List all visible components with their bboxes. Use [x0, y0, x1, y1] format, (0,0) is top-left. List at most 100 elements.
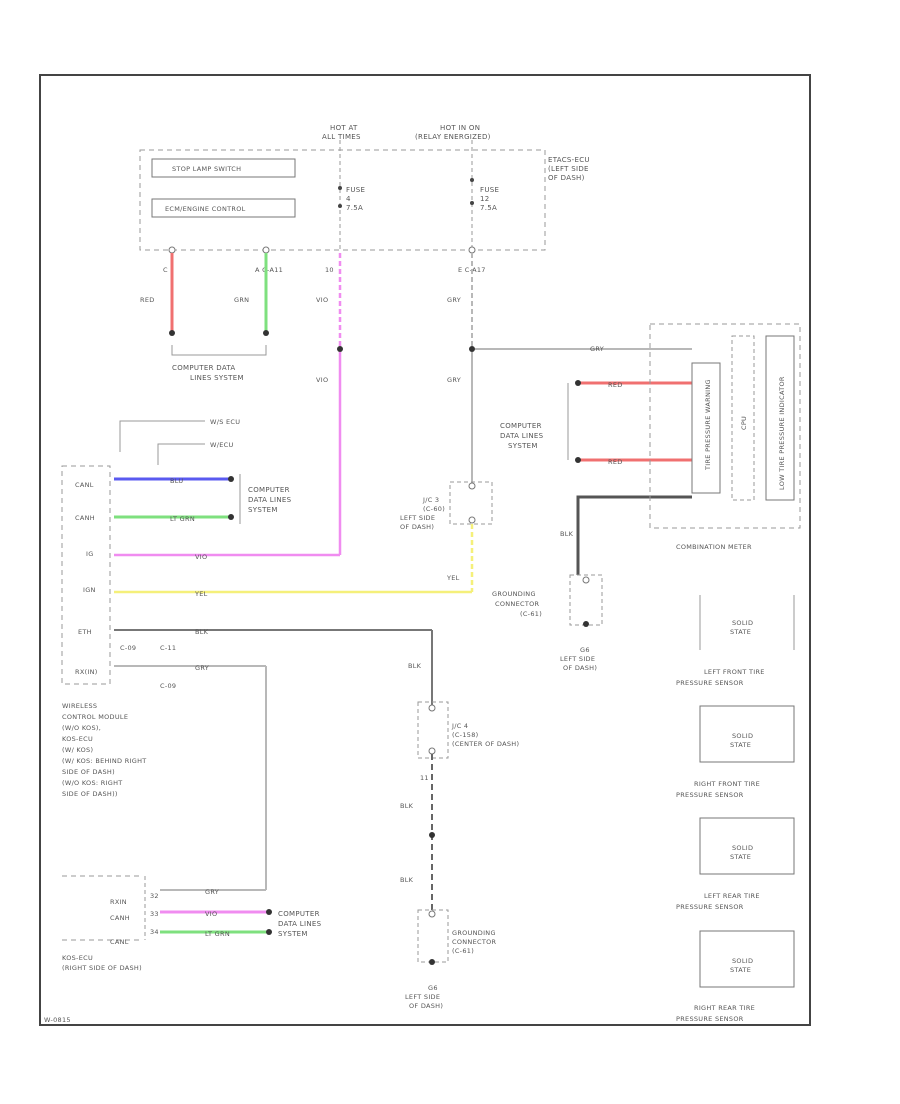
hot-in-on-label: HOT IN ON(RELAY ENERGIZED)	[415, 124, 491, 141]
tire-pressure-warning-box	[691, 362, 721, 494]
pin-canh-2: CANH	[110, 914, 130, 922]
red-terminal	[169, 330, 175, 336]
wire-yel-label: YEL	[446, 574, 460, 582]
tire-pressure-warning-label: TIRE PRESSURE WARNING	[704, 379, 712, 471]
etacs-box	[139, 149, 546, 251]
wire-gry-label-4: GRY	[195, 664, 209, 672]
pin-canh: CANH	[75, 514, 95, 522]
diagram-code: W-0815	[44, 1016, 71, 1024]
pin-canl-2: CANL	[110, 938, 129, 946]
ecm-box	[151, 198, 296, 218]
ground-2-terminal	[429, 959, 435, 965]
wireless-module-box	[61, 465, 111, 685]
kos-ecu-label: KOS-ECU(RIGHT SIDE OF DASH)	[62, 954, 142, 972]
stop-lamp-box	[151, 158, 296, 178]
wire-ltgrn-label: LT GRN	[170, 515, 195, 523]
wire-red-label-3: RED	[608, 458, 623, 466]
gray-splice	[469, 346, 475, 352]
red-meter-terminal-2	[575, 457, 581, 463]
jc3-pin-out	[468, 516, 476, 524]
jc4-pin-in	[428, 704, 436, 712]
pin-c09: C-09	[120, 644, 136, 652]
pin-ig: IG	[86, 550, 94, 558]
low-tire-indicator-box	[765, 335, 795, 501]
pin-canl: CANL	[75, 481, 94, 489]
wire-gry-label-1: GRY	[447, 296, 461, 304]
grounding-connector-2-box	[417, 909, 449, 963]
wire-red-label-2: RED	[608, 381, 623, 389]
sensor-2-box	[699, 705, 795, 763]
pin-34: 34	[150, 928, 159, 936]
diagram-frame	[39, 74, 811, 1026]
pin-a11-label: A C-A11	[255, 266, 283, 274]
fuse-a-node	[338, 186, 342, 190]
sensor-4-box	[699, 930, 795, 988]
connector-a11	[262, 246, 270, 254]
wire-black-meter	[576, 495, 692, 575]
jc4-pin-out	[428, 747, 436, 755]
cpu-box	[731, 335, 755, 501]
wire-vio-label-4: VIO	[205, 910, 217, 918]
violet-kos-terminal	[266, 909, 272, 915]
ground-1-terminal	[583, 621, 589, 627]
wire-gry-label-3: GRY	[590, 345, 604, 353]
wire-blk-label-3: BLK	[400, 802, 414, 810]
ltgreen-kos-terminal	[266, 929, 272, 935]
pin-gnd: ETH	[78, 628, 92, 636]
pin-11-label: 11	[420, 774, 429, 782]
combination-meter-box	[649, 323, 801, 529]
jc3-pin-in	[468, 482, 476, 490]
low-tire-indicator-label: LOW TIRE PRESSURE INDICATOR	[778, 376, 786, 490]
wire-blk-label-5: BLK	[560, 530, 574, 538]
blue-terminal	[228, 476, 234, 482]
cpu-label: CPU	[740, 416, 748, 430]
fuse-a-node-2	[338, 204, 342, 208]
green-terminal	[263, 330, 269, 336]
wire-red-label: RED	[140, 296, 155, 304]
pin-ign: IGN	[83, 586, 96, 594]
stop-lamp-label: STOP LAMP SWITCH	[172, 165, 241, 173]
pin-c09b: C-09	[160, 682, 176, 690]
ecm-label: ECM/ENGINE CONTROL	[165, 205, 246, 213]
violet-splice	[337, 346, 343, 352]
pin-rx: RX(IN)	[75, 668, 98, 676]
gc2-pin	[428, 910, 436, 918]
wire-blk-label-2: BLK	[408, 662, 422, 670]
combination-meter-label: COMBINATION METER	[676, 543, 752, 551]
pin-c11: C-11	[160, 644, 176, 652]
ltgreen-terminal	[228, 514, 234, 520]
wire-blu-label: BLU	[170, 477, 183, 485]
wire-vio-label-1: VIO	[316, 296, 328, 304]
pin-c-label: C	[163, 266, 168, 274]
wire-vio-label-2: VIO	[316, 376, 328, 384]
data-lines-bracket	[171, 345, 267, 356]
wire-blk-label-4: BLK	[400, 876, 414, 884]
ws-ecu-line	[119, 420, 205, 452]
pin-33: 33	[150, 910, 159, 918]
ground-2-splice	[429, 832, 435, 838]
w-ecu-label: W/ECU	[210, 441, 234, 449]
connector-c	[168, 246, 176, 254]
pin-32: 32	[150, 892, 159, 900]
